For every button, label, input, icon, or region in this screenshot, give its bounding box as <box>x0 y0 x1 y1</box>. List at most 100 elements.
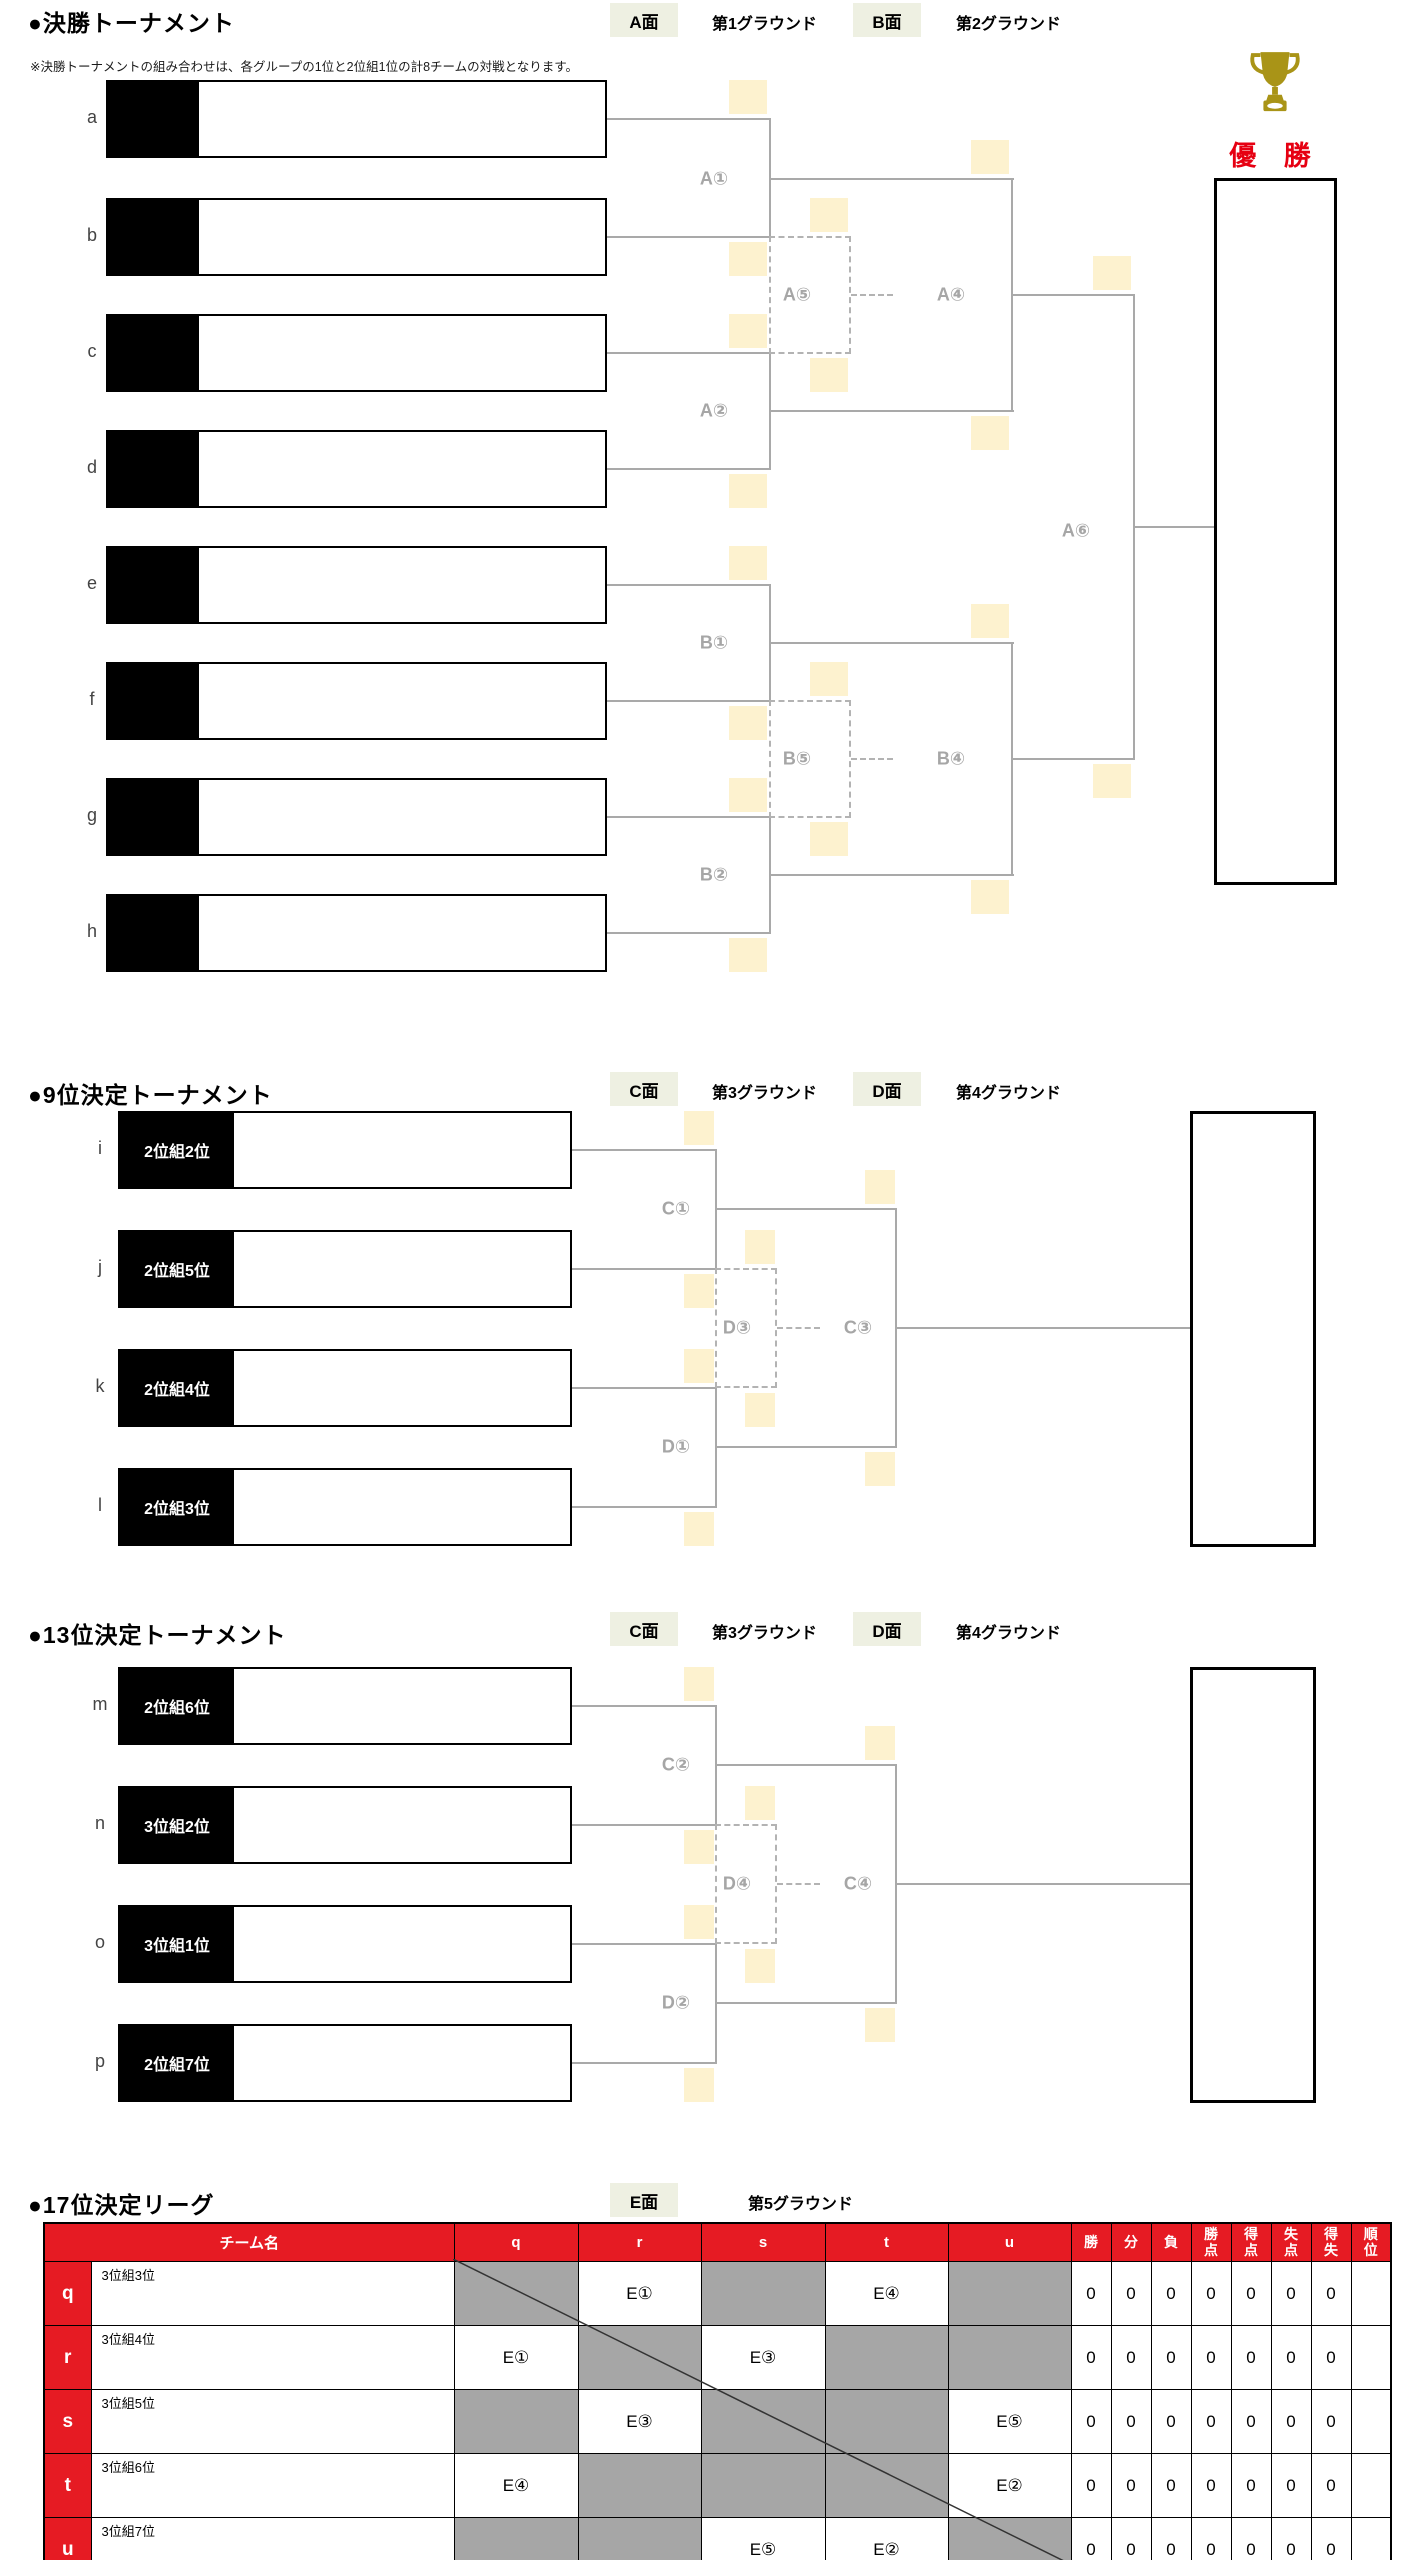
score-cell <box>810 198 848 232</box>
col-header-stat: 得点 <box>1230 2222 1272 2262</box>
team-box <box>106 662 607 740</box>
match-cell: E④ <box>453 2453 579 2518</box>
team-group-redacted <box>108 548 199 622</box>
stat-cell: 0 <box>1270 2389 1312 2454</box>
stat-cell: 0 <box>1070 2325 1112 2390</box>
row-header: r <box>43 2325 92 2390</box>
match-cell-self <box>577 2325 702 2390</box>
match-label: D④ <box>722 1873 752 1894</box>
ground-label-4: 第4グラウンド <box>956 1085 1061 1102</box>
row-header: q <box>43 2261 92 2326</box>
score-cell <box>684 1830 714 1864</box>
match-label: B① <box>699 632 729 653</box>
match-label: A⑥ <box>1061 520 1091 541</box>
col-header: q <box>453 2222 579 2262</box>
stat-cell: 0 <box>1070 2517 1112 2560</box>
stat-cell: 0 <box>1070 2261 1112 2326</box>
match-cell-unused <box>453 2389 579 2454</box>
rank-cell <box>1350 2261 1392 2326</box>
ground-label-1: 第1グラウンド <box>712 16 817 33</box>
score-cell <box>810 662 848 696</box>
section-title-league: ●17位決定リーグ <box>28 2192 215 2218</box>
court-badge-d: D面 <box>853 1072 921 1106</box>
bracket-line <box>607 236 770 238</box>
stat-cell: 0 <box>1190 2453 1232 2518</box>
col-header: s <box>700 2222 826 2262</box>
score-cell <box>810 358 848 392</box>
stat-cell: 0 <box>1190 2389 1232 2454</box>
stat-cell: 0 <box>1270 2325 1312 2390</box>
bracket-line <box>572 1268 716 1270</box>
consolation-box <box>769 700 851 818</box>
match-label: C③ <box>843 1317 873 1338</box>
consolation-box <box>715 1824 777 1944</box>
bracket-line <box>715 1208 897 1210</box>
team-group-redacted <box>108 316 199 390</box>
bracket-line <box>769 642 1014 644</box>
col-header-stat: 勝 <box>1070 2222 1112 2262</box>
ground-label-3b: 第3グラウンド <box>712 1625 817 1642</box>
team-box: 2位組2位 <box>118 1111 572 1189</box>
bracket-line <box>572 1943 716 1945</box>
row-letter: p <box>94 2051 105 2071</box>
match-label: C④ <box>843 1873 873 1894</box>
match-label: D② <box>661 1992 691 2013</box>
court-badge-a: A面 <box>610 3 678 37</box>
match-label: A④ <box>936 284 966 305</box>
stat-cell: 0 <box>1110 2389 1152 2454</box>
match-cell: E③ <box>577 2389 702 2454</box>
court-badge-e: E面 <box>610 2183 678 2217</box>
section-title-thirteenth: ●13位決定トーナメント <box>28 1622 287 1648</box>
section-title-ninth: ●9位決定トーナメント <box>28 1082 273 1108</box>
team-box: 3位組1位 <box>118 1905 572 1983</box>
match-cell-self <box>947 2517 1072 2560</box>
score-cell <box>1093 764 1131 798</box>
score-cell <box>684 1274 714 1308</box>
team-seed: 2位組3位 <box>120 1470 234 1544</box>
team-name-cell: 3位組6位 <box>90 2453 455 2518</box>
team-box <box>106 198 607 276</box>
col-header-stat: 勝点 <box>1190 2222 1232 2262</box>
bracket-line <box>769 410 1014 412</box>
bracket-dash-line <box>851 758 893 760</box>
match-cell-unused <box>700 2261 826 2326</box>
stat-cell: 0 <box>1270 2261 1312 2326</box>
team-box <box>106 894 607 972</box>
col-header: r <box>577 2222 702 2262</box>
stat-cell: 0 <box>1110 2261 1152 2326</box>
stat-cell: 0 <box>1310 2389 1352 2454</box>
row-letter: g <box>86 805 97 825</box>
score-cell <box>684 1667 714 1701</box>
rank-cell <box>1350 2517 1392 2560</box>
score-cell <box>729 474 767 508</box>
match-label: B④ <box>936 748 966 769</box>
col-header: t <box>824 2222 949 2262</box>
col-header-stat: 負 <box>1150 2222 1192 2262</box>
row-letter: f <box>89 689 95 709</box>
stat-cell: 0 <box>1150 2453 1192 2518</box>
bracket-line <box>607 118 770 120</box>
stat-header-label: 順位 <box>1363 2225 1378 2259</box>
score-cell <box>865 1452 895 1486</box>
match-cell-unused <box>577 2517 702 2560</box>
score-cell <box>971 604 1009 638</box>
stat-cell: 0 <box>1310 2325 1352 2390</box>
match-label: A② <box>699 400 729 421</box>
bracket-line <box>715 1446 897 1448</box>
stat-header-label: 得点 <box>1243 2225 1258 2259</box>
match-cell: E② <box>947 2453 1072 2518</box>
winner-box-thirteenth <box>1190 1667 1316 2103</box>
team-seed: 2位組4位 <box>120 1351 234 1425</box>
stat-cell: 0 <box>1190 2261 1232 2326</box>
score-cell <box>745 1230 775 1264</box>
team-group-redacted <box>108 664 199 738</box>
match-cell-unused <box>824 2389 949 2454</box>
score-cell <box>684 1349 714 1383</box>
col-header-stat: 分 <box>1110 2222 1152 2262</box>
bracket-line <box>607 700 770 702</box>
score-cell <box>729 546 767 580</box>
score-cell <box>745 1393 775 1427</box>
row-letter: b <box>86 225 97 245</box>
team-name-cell: 3位組3位 <box>90 2261 455 2326</box>
score-cell <box>865 2008 895 2042</box>
